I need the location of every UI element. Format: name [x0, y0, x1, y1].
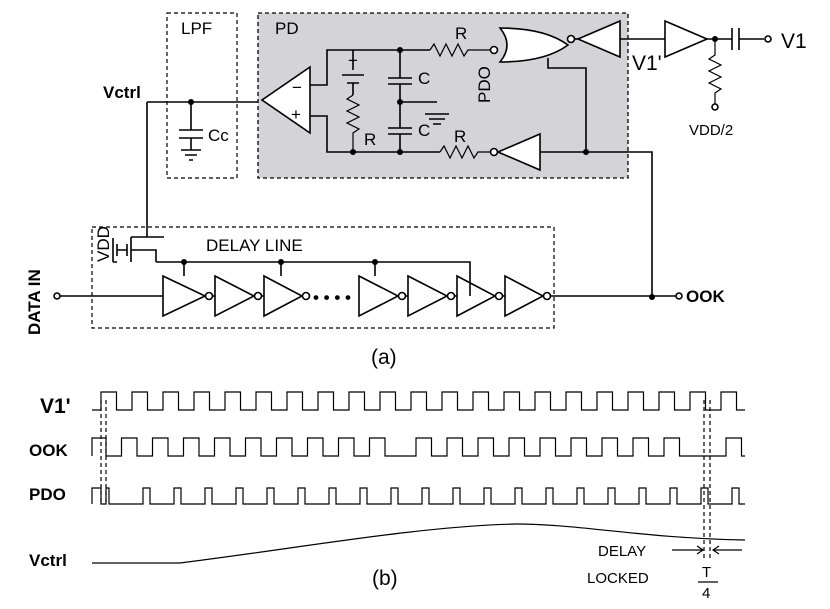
delay-inverter-5-bubble: [446, 291, 456, 301]
node-d: [350, 149, 356, 155]
waveform-vctrl: [92, 523, 746, 564]
nor-bubble: [566, 34, 576, 44]
vdd2-label: VDD/2: [689, 122, 733, 139]
delay-inverter-1: [162, 274, 207, 318]
vdd2-terminal: [711, 103, 719, 111]
data-in-label: DATA IN: [25, 269, 44, 335]
delay-inverter-4-bubble: [397, 291, 407, 301]
tap-node-1: [181, 259, 187, 265]
delay-inverter-3: [263, 274, 304, 318]
resistor-left: [345, 94, 361, 152]
tap-node-3: [372, 259, 378, 265]
vctrl-label: Vctrl: [103, 83, 141, 102]
waveform-pdo: [91, 487, 745, 505]
delay-inverter-6-bubble: [494, 291, 504, 301]
timing-pdo-label: PDO: [29, 485, 66, 504]
delay-inverter-2-bubble: [253, 291, 263, 301]
timing-v1p-label: V1': [40, 395, 71, 418]
locked-label: LOCKED: [587, 570, 649, 587]
v1-coupling-cap: [707, 28, 764, 50]
v1p-label: V1': [632, 52, 662, 75]
lpf-label: LPF: [181, 19, 212, 38]
vctrl-to-gate-wire: [131, 102, 164, 238]
ook-node: [649, 294, 655, 300]
ook-feedback-wire: [540, 151, 653, 297]
pd-ground: [400, 101, 449, 125]
cc-label: Cc: [208, 126, 229, 145]
delay-inverter-7: [504, 274, 545, 318]
comparator-plus: +: [291, 105, 301, 124]
data-in-terminal: [53, 292, 61, 300]
pd-capacitors: [388, 50, 412, 152]
delay-inverter-4: [358, 274, 400, 318]
delay-arrows: [672, 545, 742, 555]
delay-ellipsis: • • • •: [313, 288, 351, 307]
delay-inverter-1-bubble: [204, 291, 214, 301]
pd-source-minus: −: [348, 51, 358, 70]
nor-input-wire: [547, 58, 587, 152]
c-top-label: C: [418, 69, 430, 88]
pd-source: [342, 50, 364, 95]
delay-inverter-5: [407, 274, 449, 318]
waveform-ook: [91, 437, 745, 457]
v1-label: V1: [781, 30, 807, 53]
t-numerator: T: [702, 564, 711, 581]
resistor-top-label: R: [455, 24, 467, 43]
waveform-v1p: [92, 391, 745, 411]
comparator-input-wires: [310, 49, 440, 153]
delay-tap-line: [116, 237, 471, 296]
ook-label: OOK: [686, 287, 725, 306]
comparator-minus: −: [292, 78, 302, 97]
comparator: [260, 65, 311, 135]
delay-inverter-6: [456, 274, 497, 318]
resistor-bottom: [439, 144, 491, 160]
caption-b: (b): [372, 567, 398, 590]
c-bottom-label: C: [418, 121, 430, 140]
inverter-chain: [162, 274, 552, 318]
delay-inverter-2: [214, 274, 256, 318]
node-c: [397, 149, 403, 155]
pdo-label: PDO: [475, 66, 494, 103]
delay-label: DELAY: [598, 543, 646, 560]
ook-terminal: [675, 292, 683, 300]
v1-input-buffer: [664, 19, 710, 59]
resistor-left-label: R: [364, 130, 376, 149]
lpf-box: [166, 12, 238, 179]
delay-line-label: DELAY LINE: [206, 236, 303, 255]
alignment-dashes: [100, 400, 711, 560]
tap-node-2: [278, 259, 284, 265]
nor-gate: [498, 27, 570, 63]
delay-inverter-3-bubble: [301, 291, 311, 301]
vdd2-resistor: [707, 39, 723, 104]
delay-inverter-7-bubble: [542, 291, 552, 301]
phase-detector-box: [257, 12, 629, 179]
cc-capacitor: [179, 102, 203, 161]
pdo-bubble: [489, 45, 499, 55]
delay-line-box: [91, 226, 555, 329]
resistor-bottom-label: R: [454, 127, 466, 146]
resistor-top: [429, 42, 491, 58]
v1-terminal: [764, 35, 772, 43]
timing-vctrl-label: Vctrl: [29, 551, 67, 570]
t-denominator: 4: [702, 585, 710, 602]
timing-ook-label: OOK: [29, 441, 68, 460]
caption-a: (a): [371, 346, 397, 369]
vdd-label: VDD: [94, 226, 113, 262]
vdd-rail: [112, 238, 117, 263]
pd-label: PD: [275, 19, 299, 38]
